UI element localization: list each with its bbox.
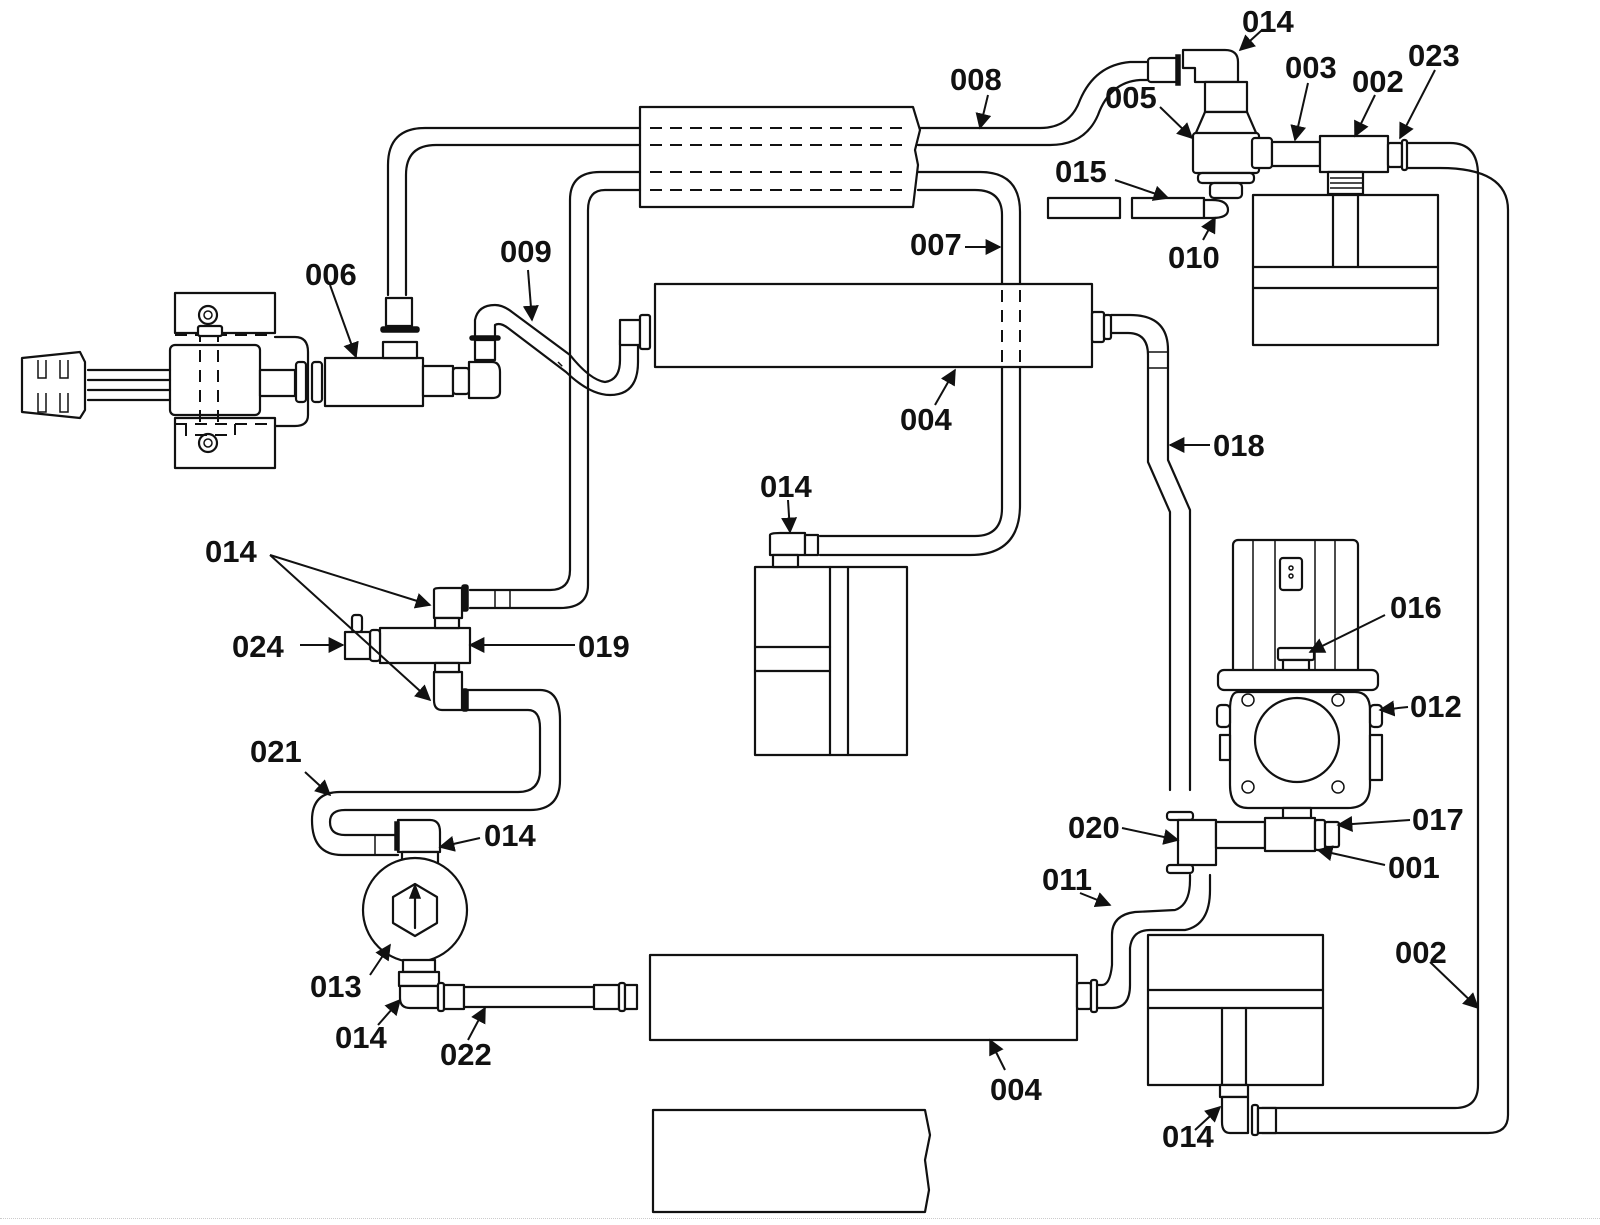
fitting-002-top[interactable]: [1318, 134, 1409, 196]
callout-018: 018: [1213, 428, 1265, 463]
callout-004-upper: 004: [900, 402, 952, 437]
outlet-fitting-001[interactable]: [1214, 816, 1341, 853]
heat-exchanger-004-lower[interactable]: [648, 953, 1099, 1042]
leader-lines: [269, 29, 1480, 1131]
hose-011[interactable]: [1095, 873, 1212, 1010]
elbow-014-middle[interactable]: [768, 531, 820, 569]
pump-012[interactable]: [1215, 538, 1384, 822]
heat-exchanger-004-upper[interactable]: [653, 282, 1113, 369]
tee-019[interactable]: [343, 584, 472, 712]
callout-023: 023: [1408, 38, 1460, 73]
callout-015: 015: [1055, 154, 1107, 189]
tee-020[interactable]: [1165, 810, 1218, 875]
tank-top-right: [1251, 193, 1440, 347]
callout-024: 024: [232, 629, 284, 664]
bottom-border: [0, 1218, 1600, 1220]
nipple-003[interactable]: [1270, 140, 1322, 168]
hose-to-tee-019[interactable]: [468, 170, 642, 610]
callout-022: 022: [440, 1037, 492, 1072]
callout-002-top: 002: [1352, 64, 1404, 99]
callout-007: 007: [910, 227, 962, 262]
callout-013: 013: [310, 969, 362, 1004]
callout-011: 011: [1042, 862, 1092, 897]
callout-014-bottom-right: 014: [1162, 1119, 1214, 1154]
callout-014-filter: 014: [484, 818, 536, 853]
elbow-014-bottom-right[interactable]: [1218, 1083, 1278, 1137]
tank-middle: [753, 565, 909, 757]
callout-002-right: 002: [1395, 935, 1447, 970]
callout-017: 017: [1412, 802, 1464, 837]
callout-019: 019: [578, 629, 630, 664]
callout-012: 012: [1410, 689, 1462, 724]
hose-022[interactable]: [436, 981, 639, 1013]
callout-014-left: 014: [205, 534, 257, 569]
top-heat-exchanger-sleeve: [638, 105, 922, 209]
callout-labels: 014 008 003 002 023 005 015 010 007 006 …: [205, 4, 1464, 1154]
tank-bottom-right: [1146, 933, 1325, 1087]
callout-004-lower: 004: [990, 1072, 1042, 1107]
hose-015[interactable]: [1046, 196, 1230, 220]
manifold-006[interactable]: [323, 296, 502, 408]
filter-013[interactable]: [361, 818, 469, 1010]
callout-014-bottom-left: 014: [335, 1020, 387, 1055]
hose-002-right[interactable]: [1260, 141, 1510, 1135]
callout-014-middle: 014: [760, 469, 812, 504]
callout-009: 009: [500, 234, 552, 269]
callout-006: 006: [305, 257, 357, 292]
callout-010: 010: [1168, 240, 1220, 275]
spray-gun-mount: [20, 291, 324, 470]
hose-008[interactable]: [386, 60, 1150, 297]
callout-001: 001: [1388, 850, 1440, 885]
hose-018[interactable]: [1109, 313, 1192, 792]
callout-021: 021: [250, 734, 302, 769]
callout-014-top: 014: [1242, 4, 1294, 39]
unloader-005[interactable]: [1146, 48, 1274, 200]
callout-016: 016: [1390, 590, 1442, 625]
frame-section-cutaway: [651, 1108, 932, 1214]
callout-005: 005: [1105, 80, 1157, 115]
callout-020: 020: [1068, 810, 1120, 845]
hose-021[interactable]: [310, 688, 562, 857]
callout-003: 003: [1285, 50, 1337, 85]
callout-008: 008: [950, 62, 1002, 97]
hose-009[interactable]: [469, 303, 652, 397]
